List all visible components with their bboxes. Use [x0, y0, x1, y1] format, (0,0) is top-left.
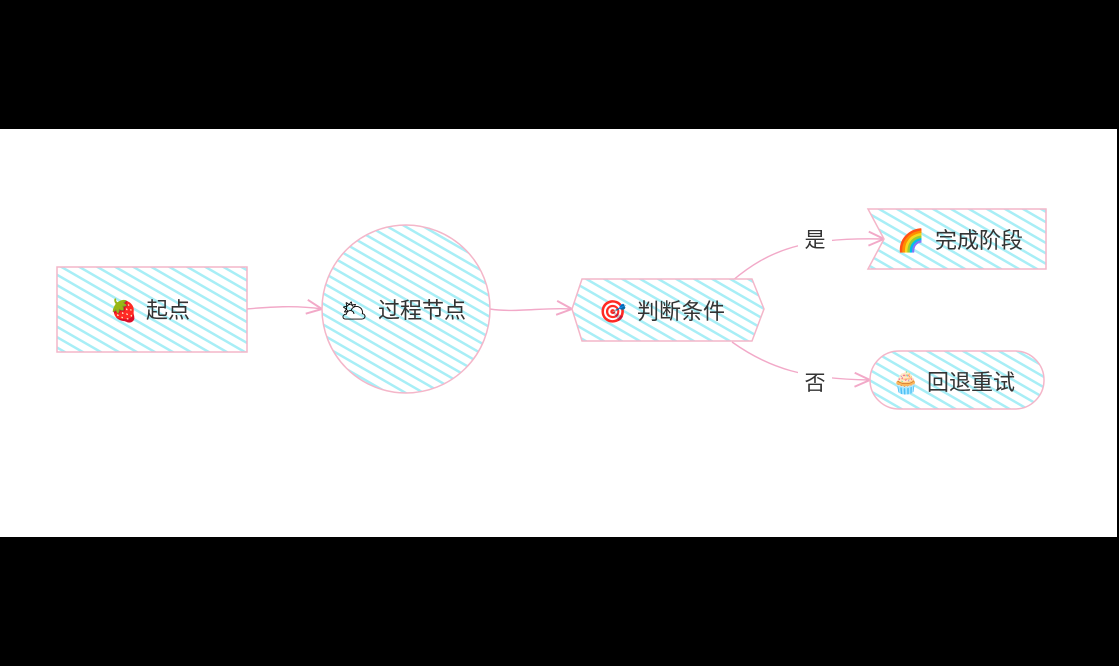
node-process-label: 过程节点 [378, 299, 466, 324]
cupcake-icon: 🧁 [892, 370, 919, 396]
node-process[interactable]: 🌥 过程节点 [321, 224, 491, 394]
node-decision[interactable]: 🎯 判断条件 [571, 278, 765, 342]
target-icon: 🎯 [599, 299, 626, 325]
node-start[interactable]: 🍓 起点 [56, 266, 248, 353]
edge-label-no: 否 [805, 371, 826, 395]
node-retry[interactable]: 🧁 回退重试 [869, 350, 1045, 410]
edge-start-process [245, 298, 325, 315]
node-start-label: 起点 [146, 299, 190, 324]
node-retry-label: 回退重试 [927, 371, 1015, 396]
rainbow-icon: 🌈 [897, 227, 924, 254]
edge-label-yes: 是 [805, 228, 826, 252]
node-done[interactable]: 🌈 完成阶段 [866, 208, 1047, 270]
sun-behind-cloud-icon: 🌥 [340, 299, 368, 324]
edge-process-decision [489, 300, 575, 316]
edge-decision-retry [731, 341, 873, 388]
flowchart: 是 否 🍓 起点 🌥 过程节点 🎯 判断条件 🌈 完成阶段 🧁 回退重试 [56, 208, 1047, 410]
edge-decision-done [731, 230, 887, 282]
node-done-label: 完成阶段 [935, 229, 1023, 254]
node-decision-label: 判断条件 [637, 300, 725, 325]
strawberry-icon: 🍓 [110, 298, 137, 324]
diagram-canvas: 是 否 🍓 起点 🌥 过程节点 🎯 判断条件 🌈 完成阶段 🧁 回退重试 [0, 129, 1117, 537]
